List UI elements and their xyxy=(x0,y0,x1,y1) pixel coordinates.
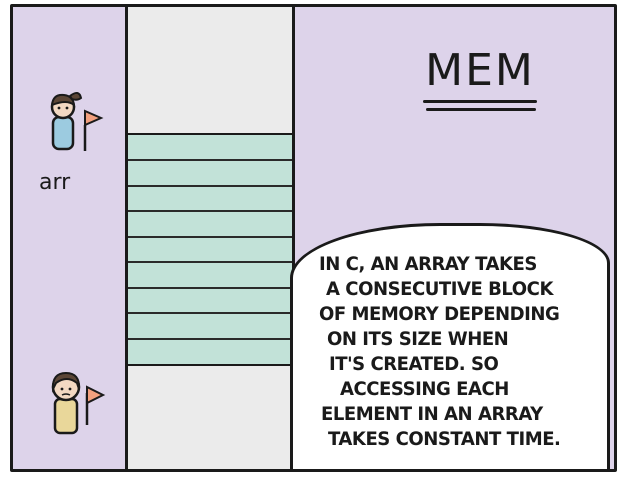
caption-line: IT'S CREATED. SO xyxy=(329,353,499,375)
memory-cell-divider xyxy=(128,287,292,289)
arr-label: arr xyxy=(39,170,71,195)
caption-line: IN C, AN ARRAY TAKES xyxy=(319,253,537,275)
caption-line: ON ITS SIZE WHEN xyxy=(327,328,509,350)
caption-line: OF MEMORY DEPENDING xyxy=(319,303,560,325)
memory-column xyxy=(128,7,295,469)
memory-cell-divider xyxy=(128,236,292,238)
caption-line: TAKES CONSTANT TIME. xyxy=(328,428,561,450)
memory-cell-divider xyxy=(128,338,292,340)
array-memory-block xyxy=(128,133,292,366)
girl-with-flag-icon xyxy=(41,85,111,157)
memory-cell-divider xyxy=(128,210,292,212)
caption-line: ACCESSING EACH xyxy=(340,378,509,400)
title-underline-2 xyxy=(426,108,536,111)
caption-speech-bubble: IN C, AN ARRAY TAKES A CONSECUTIVE BLOCK O… xyxy=(290,223,610,469)
memory-cell-divider xyxy=(128,159,292,161)
caption-line: A CONSECUTIVE BLOCK xyxy=(326,278,553,300)
memory-cell-divider xyxy=(128,261,292,263)
memory-cell-divider xyxy=(128,312,292,314)
title-underline xyxy=(423,100,537,103)
memory-cell-divider xyxy=(128,185,292,187)
caption-line: ELEMENT IN AN ARRAY xyxy=(321,403,543,425)
boy-with-flag-icon xyxy=(47,365,117,439)
mem-title: MEM xyxy=(425,45,535,96)
comic-panel: MEM arr IN C, AN ARRAY T xyxy=(10,4,617,472)
